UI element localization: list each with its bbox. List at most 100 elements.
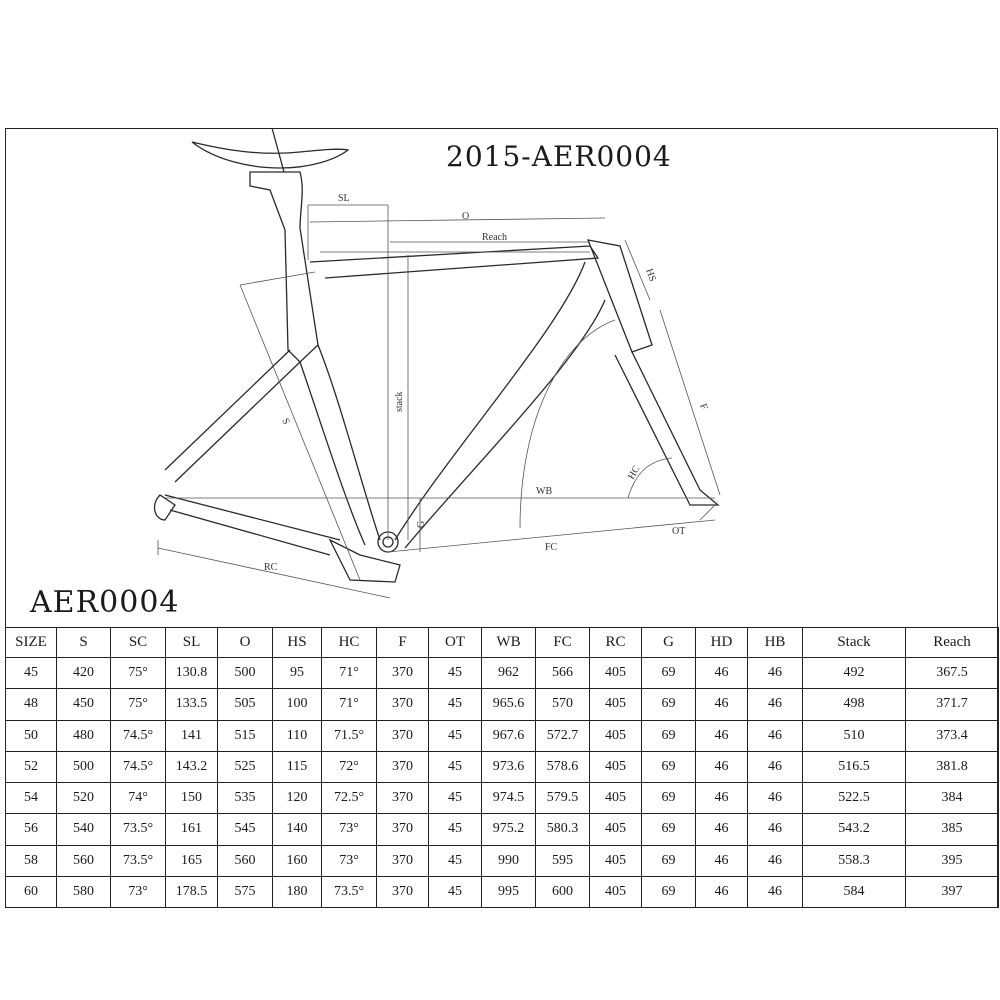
dim-label-s: S xyxy=(279,417,291,427)
table-cell: 385 xyxy=(905,813,999,846)
column-header: O xyxy=(217,627,273,658)
column-header: SIZE xyxy=(5,627,57,658)
table-cell: 140 xyxy=(272,813,322,846)
table-cell: 133.5 xyxy=(165,688,218,721)
drawing-frame xyxy=(5,128,998,908)
column-header: HB xyxy=(747,627,803,658)
dim-label-fc: FC xyxy=(545,542,558,553)
table-cell: 71° xyxy=(321,688,377,721)
table-cell: 560 xyxy=(217,844,273,877)
table-cell: 46 xyxy=(747,688,803,721)
table-cell: 46 xyxy=(695,656,748,690)
drawing-title: 2015-AER0004 xyxy=(446,140,672,173)
table-cell: 570 xyxy=(535,688,590,721)
table-cell: 505 xyxy=(217,688,273,721)
table-cell: 74.5° xyxy=(110,750,166,784)
table-cell: 46 xyxy=(747,656,803,690)
table-cell: 973.6 xyxy=(481,750,536,784)
table-cell: 74.5° xyxy=(110,719,166,752)
down-tube xyxy=(394,261,606,549)
table-cell: 370 xyxy=(376,781,429,815)
table-cell: 579.5 xyxy=(535,781,590,815)
table-cell: 45 xyxy=(428,656,482,690)
table-cell: 161 xyxy=(165,813,218,846)
column-header: SL xyxy=(165,627,218,658)
table-cell: 75° xyxy=(110,656,166,690)
table-cell: 69 xyxy=(641,656,696,690)
table-cell: 525 xyxy=(217,750,273,784)
table-cell: 69 xyxy=(641,688,696,721)
table-cell: 560 xyxy=(56,844,111,877)
table-cell: 381.8 xyxy=(905,750,999,784)
column-header: HD xyxy=(695,627,748,658)
table-cell: 370 xyxy=(376,844,429,877)
table-cell: 45 xyxy=(428,781,482,815)
table-cell: 69 xyxy=(641,844,696,877)
crank xyxy=(328,538,401,583)
table-cell: 110 xyxy=(272,719,322,752)
table-cell: 510 xyxy=(802,719,906,752)
column-header: OT xyxy=(428,627,482,658)
column-header: S xyxy=(56,627,111,658)
table-cell: 73° xyxy=(110,875,166,909)
table-cell: 962 xyxy=(481,656,536,690)
table-cell: 405 xyxy=(589,750,642,784)
table-cell: 535 xyxy=(217,781,273,815)
table-cell: 69 xyxy=(641,781,696,815)
table-cell: 69 xyxy=(641,813,696,846)
table-cell: 492 xyxy=(802,656,906,690)
table-cell: 578.6 xyxy=(535,750,590,784)
table-cell: 45 xyxy=(428,875,482,909)
column-header: RC xyxy=(589,627,642,658)
table-cell: 46 xyxy=(747,750,803,784)
table-cell: 975.2 xyxy=(481,813,536,846)
table-cell: 180 xyxy=(272,875,322,909)
table-cell: 54 xyxy=(5,781,57,815)
table-cell: 405 xyxy=(589,719,642,752)
table-cell: 370 xyxy=(376,875,429,909)
seat-stay xyxy=(164,349,301,483)
table-cell: 141 xyxy=(165,719,218,752)
table-cell: 405 xyxy=(589,688,642,721)
table-cell: 73° xyxy=(321,813,377,846)
table-cell: 46 xyxy=(695,750,748,784)
table-cell: 165 xyxy=(165,844,218,877)
table-cell: 995 xyxy=(481,875,536,909)
table-cell: 46 xyxy=(695,844,748,877)
dim-label-o: O xyxy=(462,211,469,222)
table-cell: 370 xyxy=(376,656,429,690)
table-cell: 75° xyxy=(110,688,166,721)
model-label: AER0004 xyxy=(30,585,180,620)
table-cell: 46 xyxy=(695,719,748,752)
table-cell: 965.6 xyxy=(481,688,536,721)
fork xyxy=(614,351,720,506)
table-cell: 558.3 xyxy=(802,844,906,877)
top-tube xyxy=(309,245,600,279)
table-cell: 498 xyxy=(802,688,906,721)
dim-label-hc: HC xyxy=(626,464,643,482)
dim-label-f: F xyxy=(697,402,709,411)
table-cell: 575 xyxy=(217,875,273,909)
table-cell: 160 xyxy=(272,844,322,877)
column-header: Stack xyxy=(802,627,906,658)
table-cell: 540 xyxy=(56,813,111,846)
table-cell: 515 xyxy=(217,719,273,752)
table-cell: 45 xyxy=(428,719,482,752)
column-header: Reach xyxy=(905,627,999,658)
table-cell: 45 xyxy=(428,844,482,877)
dim-label-g: G xyxy=(416,521,427,528)
table-cell: 566 xyxy=(535,656,590,690)
table-cell: 395 xyxy=(905,844,999,877)
table-cell: 405 xyxy=(589,656,642,690)
dim-label-stack: stack xyxy=(394,391,405,412)
table-cell: 46 xyxy=(747,813,803,846)
table-cell: 46 xyxy=(695,875,748,909)
table-cell: 150 xyxy=(165,781,218,815)
table-cell: 45 xyxy=(428,813,482,846)
table-cell: 115 xyxy=(272,750,322,784)
